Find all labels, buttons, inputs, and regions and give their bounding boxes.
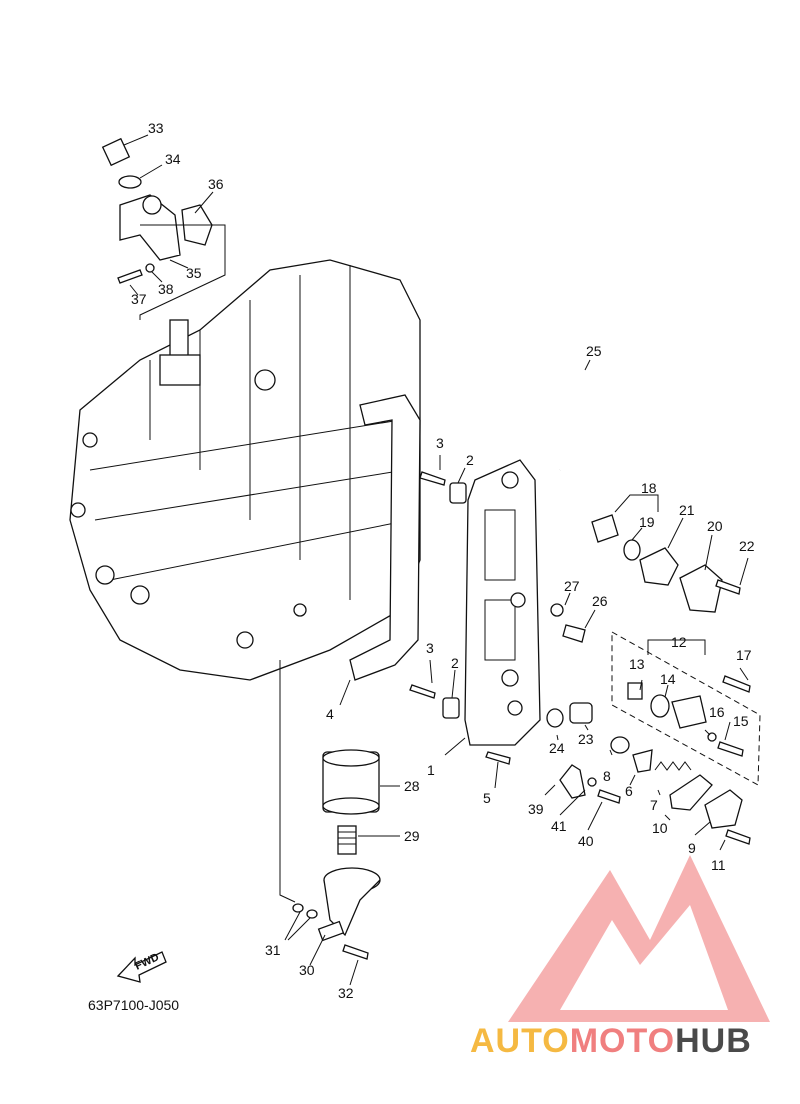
watermark-text-auto: AUTO [470, 1022, 570, 1060]
callout-3-lower: 3 [426, 640, 434, 656]
bolt-22 [715, 579, 741, 595]
callout-37: 37 [131, 291, 147, 307]
callout-38: 38 [158, 281, 174, 297]
callout-2-lower: 2 [451, 655, 459, 671]
callout-25: 25 [586, 343, 602, 359]
bolt-32 [342, 944, 369, 960]
diagram-ref-code: 63P7100-J050 [88, 997, 179, 1013]
spacer-2-upper [449, 482, 467, 504]
callout-4: 4 [326, 706, 334, 722]
callout-19: 19 [639, 514, 655, 530]
oring-31b [306, 909, 318, 919]
callout-31: 31 [265, 942, 281, 958]
callout-12: 12 [671, 634, 687, 650]
callout-36: 36 [208, 176, 224, 192]
callout-17: 17 [736, 647, 752, 663]
washer-24 [546, 708, 564, 728]
watermark-text-hub: HUB [675, 1022, 752, 1060]
part-16-housing [671, 695, 707, 729]
bolt-5 [485, 751, 511, 765]
callout-3-upper: 3 [436, 435, 444, 451]
oring-31a [292, 903, 304, 913]
leader-lines [123, 134, 749, 986]
callouts: 1 2 2 3 3 4 5 6 7 8 9 10 11 12 13 14 15 … [131, 120, 755, 1001]
fwd-arrow-icon: FWD [116, 951, 167, 983]
bolt-37 [117, 269, 143, 284]
callout-14: 14 [660, 671, 676, 687]
watermark-text-moto: MOTO [570, 1022, 675, 1060]
engine-block [69, 259, 421, 681]
part-13 [627, 682, 643, 700]
callout-16: 16 [709, 704, 725, 720]
callout-27: 27 [564, 578, 580, 594]
bolt-3-lower [409, 684, 436, 699]
callout-35: 35 [186, 265, 202, 281]
gasket-21 [639, 547, 679, 586]
watermark-logo-icon [508, 855, 770, 1022]
watermark-text: AUTOMOTOHUB [470, 1022, 752, 1060]
callout-7: 7 [650, 797, 658, 813]
oring-34 [118, 175, 142, 189]
callout-6: 6 [625, 783, 633, 799]
callout-32: 32 [338, 985, 354, 1001]
callout-30: 30 [299, 962, 315, 978]
callout-15: 15 [733, 713, 749, 729]
callout-11: 11 [711, 857, 726, 873]
callout-10: 10 [652, 820, 668, 836]
callout-20: 20 [707, 518, 723, 534]
part-6 [632, 749, 653, 773]
bolt-17 [722, 675, 751, 693]
cover-plate-1 [464, 459, 541, 746]
bolt-11 [725, 829, 751, 845]
hose-25 [453, 332, 603, 471]
callout-34: 34 [165, 151, 181, 167]
cover-9 [704, 789, 743, 829]
bracket-39 [559, 764, 586, 799]
washer-41 [587, 777, 597, 787]
callout-39: 39 [528, 801, 544, 817]
callout-18: 18 [641, 480, 657, 496]
part-8 [610, 736, 630, 754]
spacer-2-lower [442, 697, 460, 719]
cap-23 [569, 702, 593, 724]
group-12-box [611, 631, 761, 786]
callout-1: 1 [427, 762, 435, 778]
oil-filter-28 [322, 749, 380, 815]
washer-38 [145, 263, 155, 273]
callout-41: 41 [551, 818, 567, 834]
callout-26: 26 [592, 593, 608, 609]
callout-13: 13 [629, 656, 645, 672]
gasket-4 [349, 394, 421, 681]
plug-33 [101, 137, 131, 167]
callout-28: 28 [404, 778, 420, 794]
cover-20 [679, 564, 723, 613]
callout-8: 8 [603, 768, 611, 784]
gasket-10 [669, 774, 713, 811]
bracket-30 [317, 867, 381, 942]
callout-24: 24 [549, 740, 565, 756]
callout-21: 21 [679, 502, 695, 518]
callout-22: 22 [739, 538, 755, 554]
callout-29: 29 [404, 828, 420, 844]
bolt-3-upper [419, 471, 446, 486]
callout-23: 23 [578, 731, 594, 747]
callout-33: 33 [148, 120, 164, 136]
washer-27 [550, 603, 564, 617]
part-14 [650, 694, 670, 718]
bolt-40 [597, 789, 621, 804]
sensor-18 [591, 514, 619, 543]
spring-7 [654, 761, 692, 771]
callout-2-upper: 2 [466, 452, 474, 468]
bolt-26 [562, 624, 586, 643]
housing-35 [119, 194, 181, 261]
callout-5: 5 [483, 790, 491, 806]
callout-40: 40 [578, 833, 594, 849]
washer-19 [623, 539, 641, 561]
callout-9: 9 [688, 840, 696, 856]
bolt-15 [717, 741, 744, 757]
fitting-29 [337, 825, 357, 855]
